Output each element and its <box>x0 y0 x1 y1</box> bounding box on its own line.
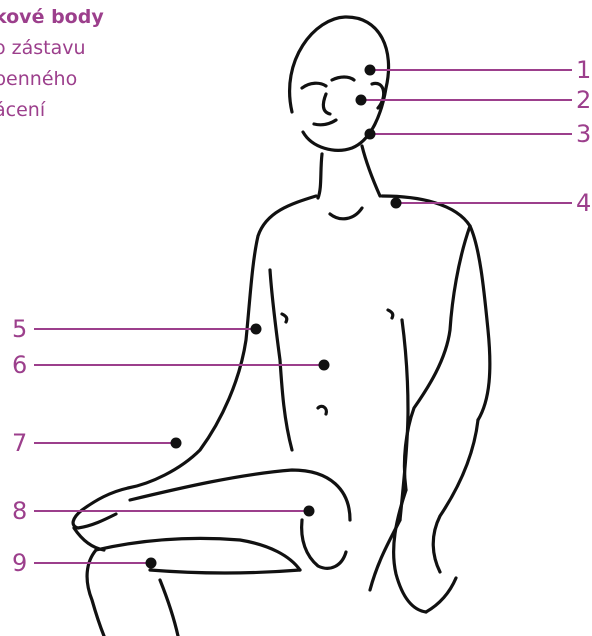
pressure-point-dot <box>365 65 376 76</box>
callout-4 <box>391 198 573 209</box>
callout-number-2: 2 <box>576 88 591 112</box>
callout-number-3: 3 <box>576 122 591 146</box>
pressure-point-dot <box>251 324 262 335</box>
pressure-point-dot <box>146 558 157 569</box>
caption-line: penného <box>0 64 194 95</box>
callout-number-6: 6 <box>12 353 27 377</box>
callout-2 <box>356 95 573 106</box>
caption-title: kové body <box>0 2 194 33</box>
callout-number-8: 8 <box>12 499 27 523</box>
callout-number-7: 7 <box>12 431 27 455</box>
callout-5 <box>34 324 262 335</box>
caption-line: ácení <box>0 95 194 126</box>
callout-number-5: 5 <box>12 317 27 341</box>
callout-9 <box>34 558 157 569</box>
callout-7 <box>34 438 182 449</box>
callout-number-4: 4 <box>576 191 591 215</box>
pressure-point-dot <box>356 95 367 106</box>
pressure-point-dot <box>171 438 182 449</box>
callout-8 <box>34 506 315 517</box>
callout-3 <box>365 129 573 140</box>
pressure-point-dot <box>391 198 402 209</box>
caption-block: kové body o zástavu penného ácení <box>0 2 194 126</box>
pressure-point-dot <box>304 506 315 517</box>
caption-line: o zástavu <box>0 33 194 64</box>
callout-number-9: 9 <box>12 551 27 575</box>
callout-number-1: 1 <box>576 58 591 82</box>
pressure-point-dot <box>365 129 376 140</box>
callout-6 <box>34 360 330 371</box>
pressure-point-dot <box>319 360 330 371</box>
callout-1 <box>365 65 573 76</box>
